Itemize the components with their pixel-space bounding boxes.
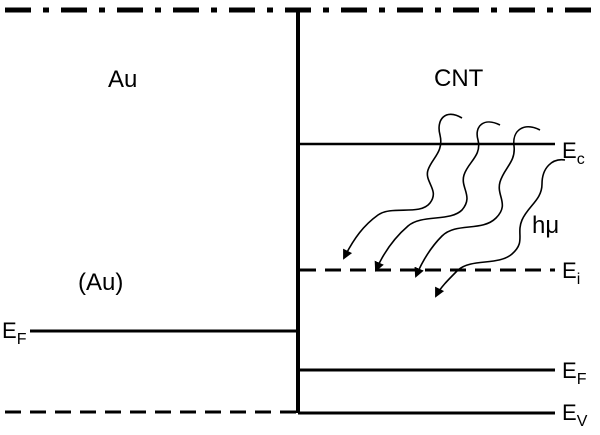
cnt-region-label: CNT [434, 65, 484, 92]
ec-label: Ec [562, 138, 585, 168]
photon-arrow-2 [374, 121, 501, 272]
ei-label: Ei [562, 258, 580, 288]
photon-arrow-1 [343, 113, 463, 260]
ef-au-label: EF [2, 318, 27, 348]
photon-arrows [343, 113, 566, 298]
photon-label: hμ [532, 212, 559, 239]
au-fermi-label: (Au) [78, 269, 123, 296]
au-region-label: Au [108, 66, 137, 93]
ev-label: EV [562, 400, 588, 430]
photon-arrow-3 [414, 126, 541, 278]
ef-cnt-label: EF [562, 358, 587, 388]
photon-arrow-4 [435, 159, 566, 298]
